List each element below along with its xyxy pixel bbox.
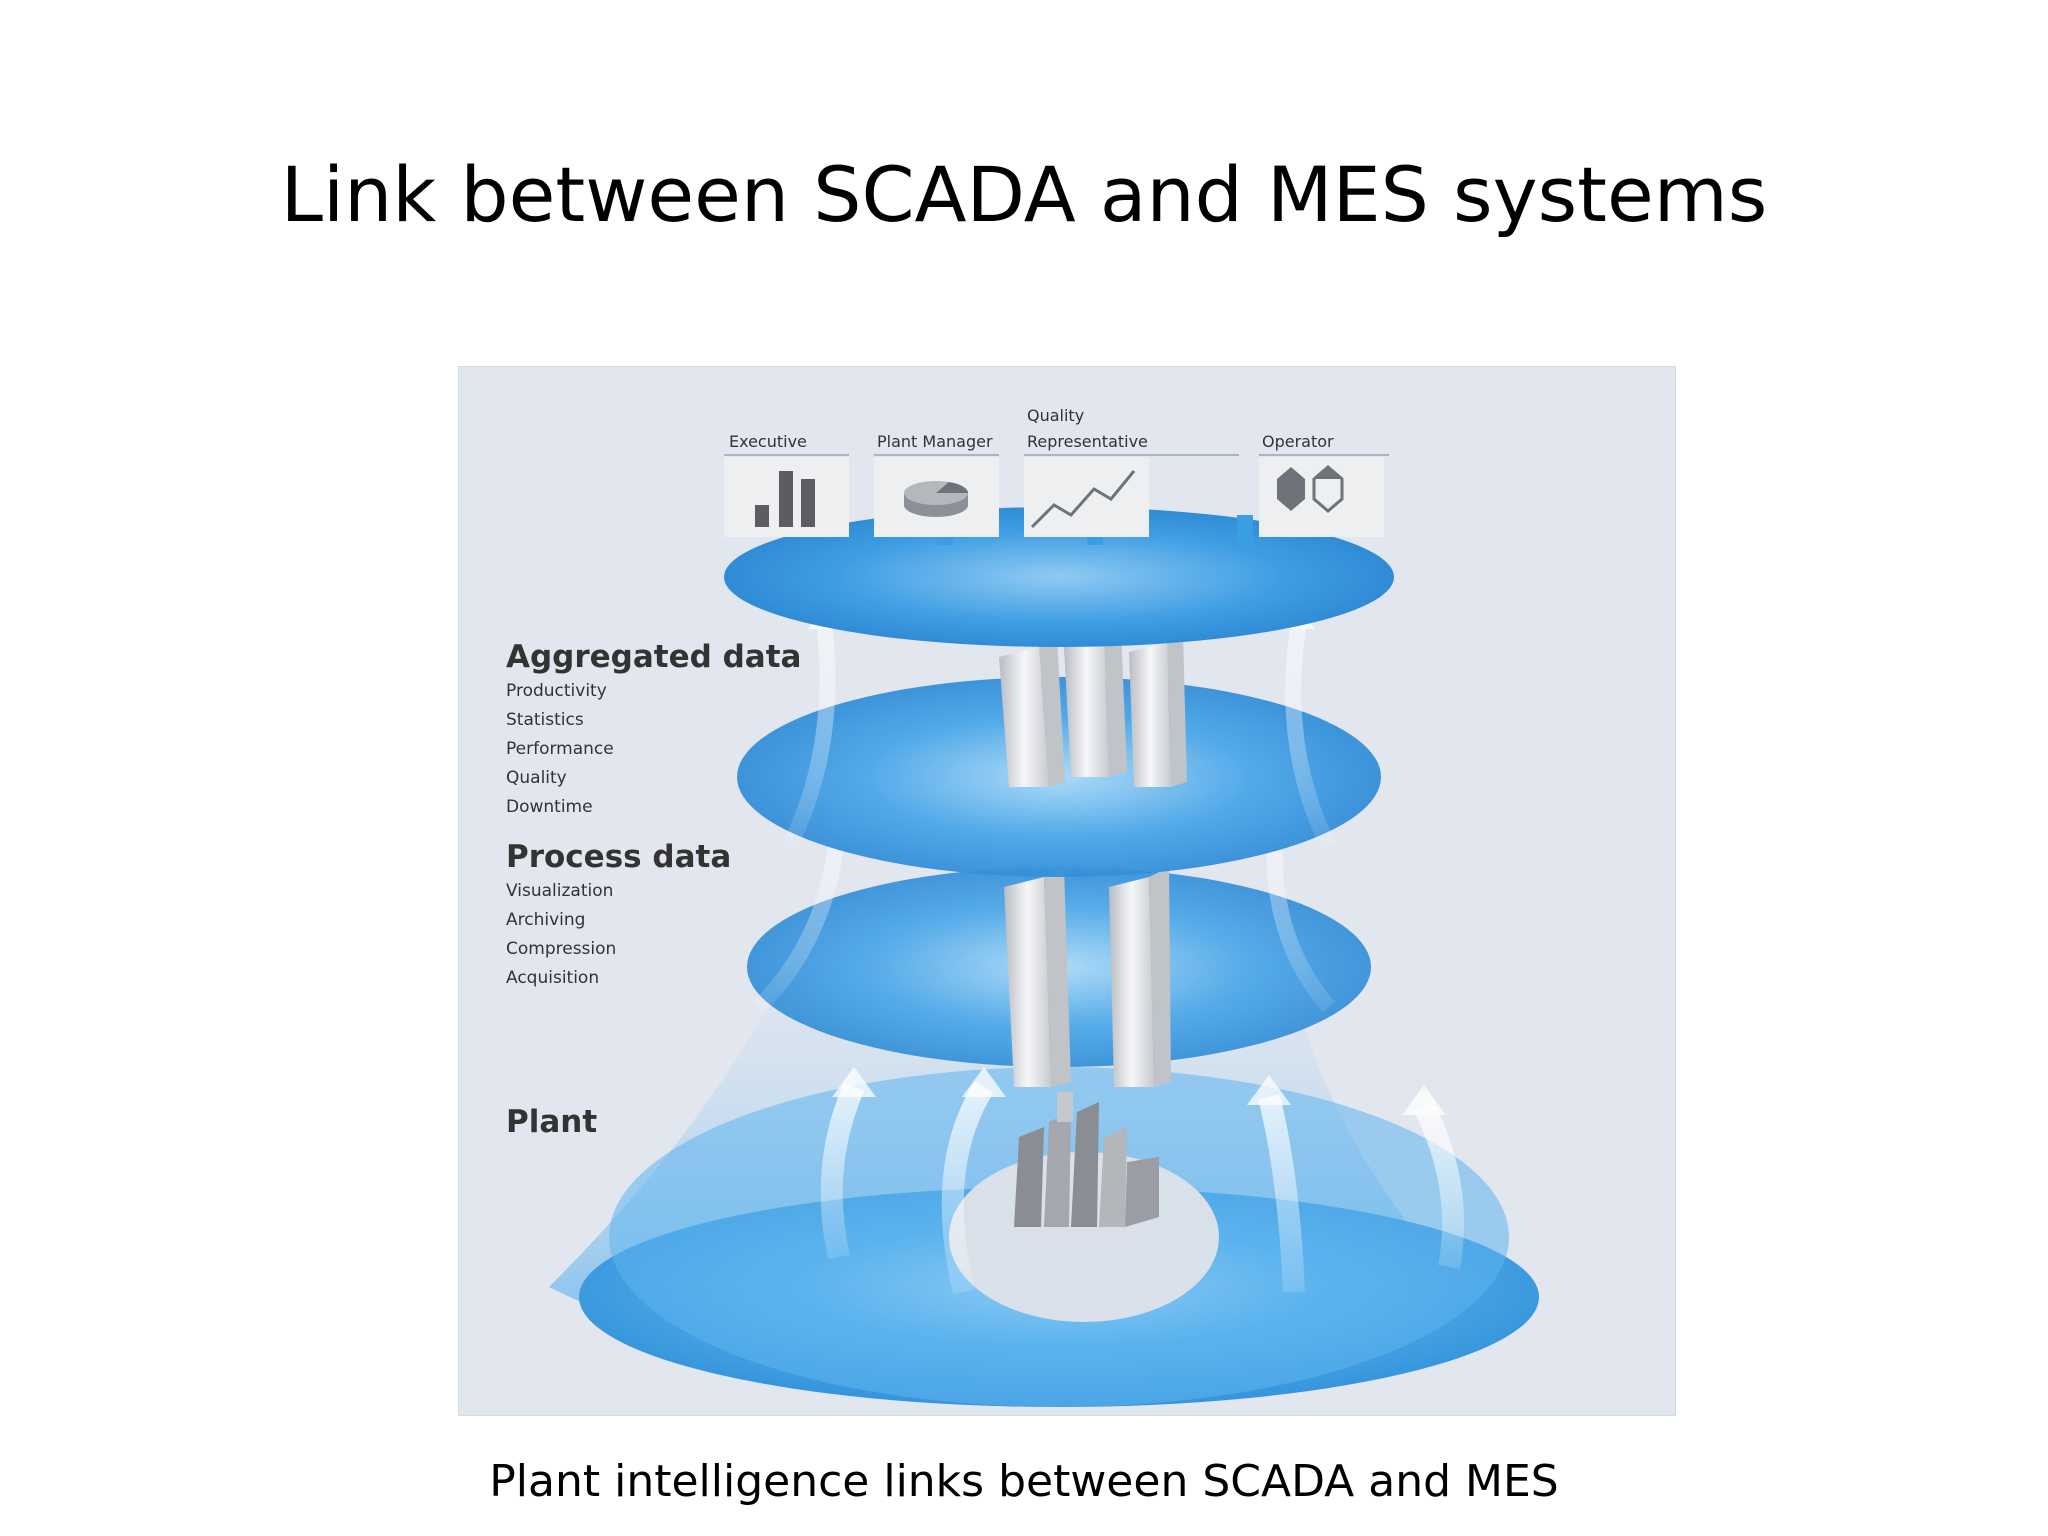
role-label-plant-manager: Plant Manager xyxy=(877,432,993,451)
top-disc xyxy=(724,507,1394,647)
pie-chart-icon xyxy=(904,481,969,517)
aggregated-servers-icon xyxy=(999,632,1187,787)
process-data-title: Process data xyxy=(506,839,731,875)
role-panel-executive xyxy=(724,454,849,537)
role-label-executive: Executive xyxy=(729,432,807,451)
role-panel-plant-manager xyxy=(874,454,999,537)
process-servers-icon xyxy=(1004,867,1171,1087)
figure-caption: Plant intelligence links between SCADA a… xyxy=(489,1456,1559,1507)
role-panel-quality-representative xyxy=(1024,454,1239,537)
aggregated-item: Productivity xyxy=(506,681,607,701)
slide-title: Link between SCADA and MES systems xyxy=(280,150,1768,239)
process-item: Visualization xyxy=(506,881,613,901)
role-label-quality-line1: Quality xyxy=(1027,406,1084,425)
plant-title: Plant xyxy=(506,1104,597,1140)
factory-icon xyxy=(1014,1092,1159,1227)
aggregated-data-title: Aggregated data xyxy=(506,639,801,675)
process-item: Compression xyxy=(506,939,616,959)
aggregated-item: Statistics xyxy=(506,710,584,730)
aggregated-item: Performance xyxy=(506,739,614,759)
process-item: Acquisition xyxy=(506,968,599,988)
role-panel-operator xyxy=(1259,454,1389,537)
gauge-icon xyxy=(1277,465,1344,513)
role-label-operator: Operator xyxy=(1262,432,1334,451)
process-item: Archiving xyxy=(506,910,585,930)
aggregated-item: Quality xyxy=(506,768,567,788)
layer-illustration: Executive Plant Manager Quality Represen… xyxy=(506,406,1539,1407)
bar-chart-icon xyxy=(755,471,815,527)
aggregated-item: Downtime xyxy=(506,797,593,817)
plant-intelligence-diagram: Executive Plant Manager Quality Represen… xyxy=(459,367,1675,1415)
role-label-quality-line2: Representative xyxy=(1027,432,1148,451)
line-chart-icon xyxy=(1030,470,1136,529)
